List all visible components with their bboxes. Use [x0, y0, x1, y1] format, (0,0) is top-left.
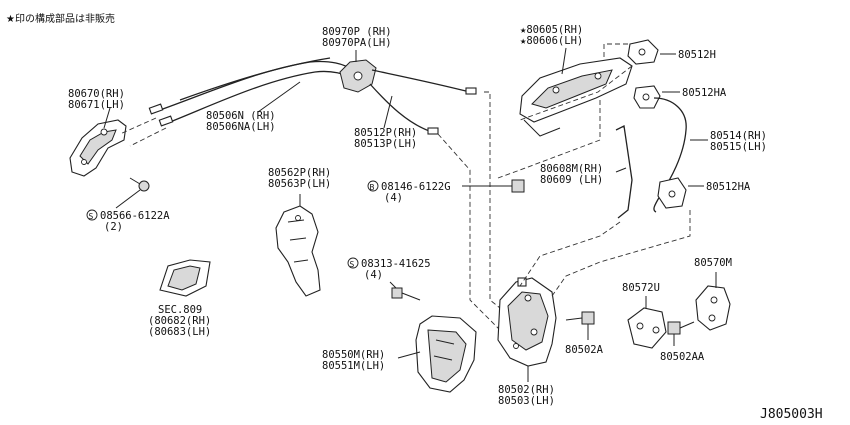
- cable-end-2: [158, 115, 174, 127]
- shim-part: [627, 307, 667, 349]
- leader-protector: [397, 351, 421, 359]
- label-striker: 80570M: [694, 257, 732, 269]
- cable-upper: [159, 60, 353, 111]
- rod4-part: [615, 125, 633, 219]
- label-bolt1-code: 08146-6122G: [381, 181, 451, 193]
- label-screw2-qty: (4): [364, 269, 383, 281]
- label-sec-line2: (80682(RH): [148, 315, 211, 327]
- bracket-part: [275, 205, 321, 297]
- label-remote-rh: 80970P (RH): [322, 26, 392, 38]
- dash-handle-2: [129, 127, 167, 147]
- screw3-part: [565, 311, 595, 325]
- label-clip1: 80512H: [678, 49, 716, 61]
- label-outside-handle-lh: ★80606(LH): [520, 35, 583, 47]
- dash-right-3: [551, 210, 691, 297]
- label-lock-lh: 80503(LH): [498, 395, 555, 407]
- door-lock-part: [497, 277, 557, 367]
- clip3-part: [657, 177, 687, 209]
- bolt1-sym-text: B: [370, 183, 375, 192]
- sec809-part: [159, 259, 211, 297]
- label-outside-handle-rh: ★80605(RH): [520, 24, 583, 36]
- rod-right-2: [369, 83, 433, 133]
- protector-part: [415, 315, 477, 393]
- leader-outside-handle: [561, 47, 567, 75]
- rod-end-2: [427, 127, 439, 135]
- inside-handle-part: [69, 119, 127, 177]
- label-bolt1-qty: (4): [384, 192, 403, 204]
- label-rod3-lh: 80515(LH): [710, 141, 767, 153]
- label-inside-handle-lh: 80671(LH): [68, 99, 125, 111]
- label-screw1-code: 08566-6122A: [100, 210, 170, 222]
- dash-right-2: [519, 221, 621, 287]
- label-clip2: 80512HA: [682, 87, 727, 99]
- rod-end-1: [465, 87, 477, 95]
- bolt1-symbol: [367, 180, 379, 192]
- label-sec-line1: SEC.809: [158, 304, 202, 316]
- screw2-symbol: [347, 257, 359, 269]
- dash-clip1: [603, 43, 628, 58]
- outside-handle-part: [519, 57, 633, 137]
- label-sec-line3: (80683(LH): [148, 326, 211, 338]
- label-lock-rh: 80502(RH): [498, 384, 555, 396]
- label-screw4: 80502AA: [660, 351, 705, 363]
- dash-clip1-handle: [519, 65, 633, 121]
- label-shim: 80572U: [622, 282, 660, 294]
- label-screw2-code: 08313-41625: [361, 258, 431, 270]
- leader-rod4: [615, 167, 627, 173]
- dash-handle-1: [119, 117, 157, 135]
- screw-small-part: [129, 177, 150, 192]
- label-protector-rh: 80550M(RH): [322, 349, 385, 361]
- label-clip3: 80512HA: [706, 181, 751, 193]
- leader-rod: [257, 81, 301, 113]
- label-inside-handle-rh: 80670(RH): [68, 88, 125, 100]
- cable-top: [179, 57, 331, 101]
- label-rod2-rh: 80512P(RH): [354, 127, 417, 139]
- cable-end-1: [148, 103, 164, 115]
- screw2-sym-text: S: [350, 260, 355, 269]
- drawing-code: J805003H: [760, 407, 823, 422]
- screw1-symbol: [86, 209, 98, 221]
- label-rod-lh: 80506NA(LH): [206, 121, 276, 133]
- clip1-part: [627, 39, 659, 65]
- screw4-part: [667, 321, 695, 335]
- leader-inside-handle: [103, 107, 111, 129]
- label-screw1-qty: (2): [104, 221, 123, 233]
- label-screw3: 80502A: [565, 344, 604, 356]
- rod-right-1: [371, 69, 471, 93]
- striker-part: [695, 285, 731, 331]
- remote-control-part: [339, 59, 377, 93]
- label-bracket-lh: 80563P(LH): [268, 178, 331, 190]
- rod3-part: [653, 97, 687, 213]
- leader-screw1: [115, 189, 141, 209]
- screw2-part: [391, 287, 421, 301]
- label-rod3-rh: 80514(RH): [710, 130, 767, 142]
- label-rod4-lh: 80609 (LH): [540, 174, 603, 186]
- label-protector-lh: 80551M(LH): [322, 360, 385, 372]
- label-bracket-rh: 80562P(RH): [268, 167, 331, 179]
- label-rod-rh: 80506N (RH): [206, 110, 276, 122]
- bolt1-part: [500, 179, 525, 193]
- dash-control-lock: [484, 91, 511, 317]
- leader-rod2: [383, 95, 393, 129]
- dash-right-1: [497, 100, 601, 179]
- clip2-part: [633, 85, 661, 109]
- screw1-sym-text: S: [89, 212, 94, 221]
- note-text: ★印の構成部品は非販売: [6, 12, 115, 25]
- label-remote-lh: 80970PA(LH): [322, 37, 392, 49]
- label-rod4-rh: 80608M(RH): [540, 163, 603, 175]
- dash-rod-lock: [437, 133, 501, 331]
- label-rod2-lh: 80513P(LH): [354, 138, 417, 150]
